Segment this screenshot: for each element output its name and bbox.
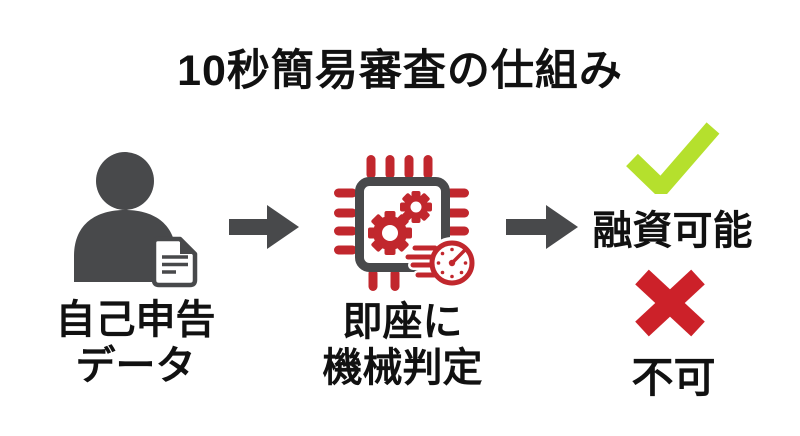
step-label-self-report: 自己申告 データ xyxy=(33,297,238,389)
outcome-label-rejected: 不可 xyxy=(631,354,716,401)
gear-large-icon xyxy=(368,211,412,255)
step-label-machine-judgement: 即座に 機械判定 xyxy=(300,299,505,391)
person-head xyxy=(96,152,154,210)
person-document-icon xyxy=(74,152,198,288)
document-icon xyxy=(151,236,198,288)
step-label-line: 自己申告 xyxy=(55,298,216,342)
step-label-line: 即座に xyxy=(342,300,463,344)
step-label-line: 機械判定 xyxy=(322,346,483,390)
step-label-line: データ xyxy=(75,344,196,388)
cpu-gears-speedometer-icon xyxy=(334,155,478,291)
person-body xyxy=(74,210,176,282)
checkmark-icon xyxy=(626,122,720,194)
outcome-label-approved: 融資可能 xyxy=(592,209,753,253)
cross-icon xyxy=(635,269,705,337)
page-title: 10秒簡易審査の仕組み xyxy=(177,47,623,95)
right-arrow-icon xyxy=(506,205,578,249)
speedometer-icon xyxy=(403,237,478,289)
right-arrow-icon xyxy=(229,205,299,249)
gear-small-icon xyxy=(400,191,432,223)
